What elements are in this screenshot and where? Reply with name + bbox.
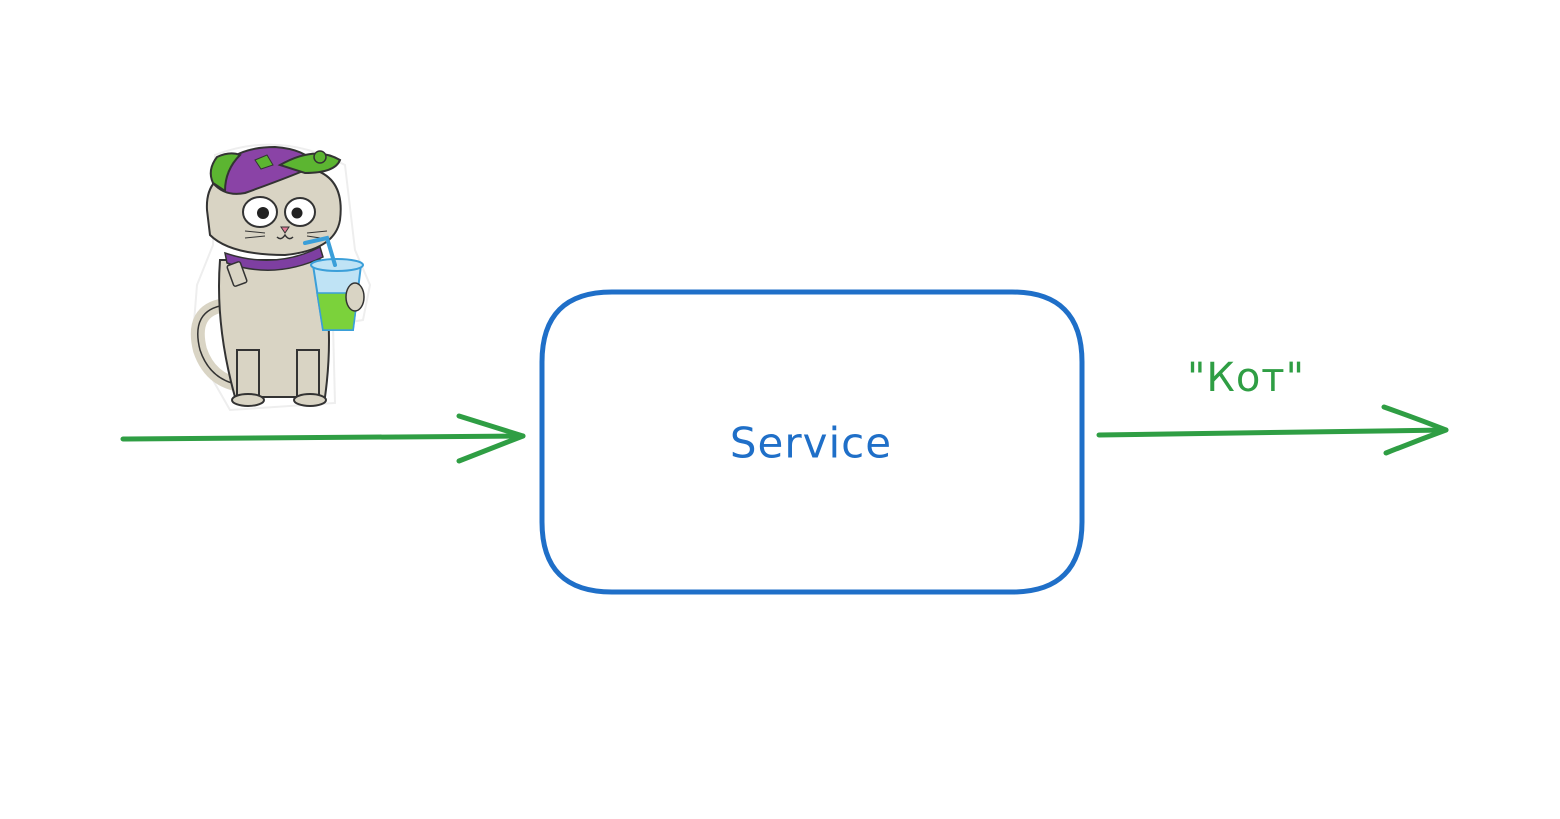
service-label: Service: [729, 418, 893, 468]
output-label: "Кот": [1187, 355, 1305, 401]
output-arrow: [1096, 404, 1449, 456]
service-box[interactable]: [539, 289, 1085, 595]
input-arrow: [120, 413, 526, 464]
cat-mascot-image: [190, 143, 372, 412]
